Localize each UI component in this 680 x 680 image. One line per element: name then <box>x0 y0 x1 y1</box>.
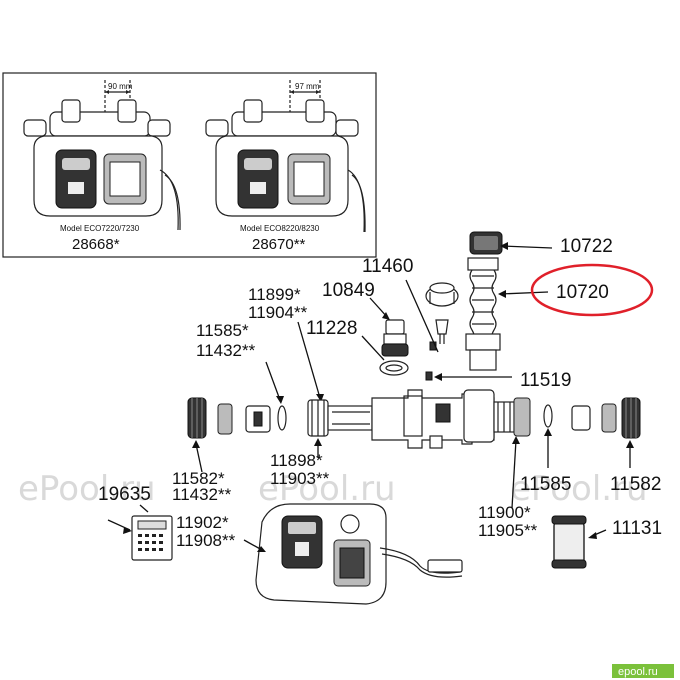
label-11519: 11519 <box>520 370 571 391</box>
label-11228: 11228 <box>306 318 357 339</box>
label-11582-right: 11582 <box>610 474 661 495</box>
part-11902-drawing <box>255 503 463 605</box>
watermark-mid: ePool.ru <box>258 469 396 509</box>
label-11902: 11902* <box>176 513 229 532</box>
label-11904: 11904** <box>248 303 308 322</box>
left-dimension-label: 90 mm <box>108 82 133 91</box>
model-inset-box: 90 mm Model ECO7220/7230 28668* 97 mm <box>2 72 377 258</box>
unit-eco8220-drawing: 97 mm <box>205 80 366 233</box>
label-11900: 11900* <box>478 503 531 522</box>
label-11908: 11908** <box>176 531 236 550</box>
epool-badge: epool.ru <box>612 664 674 678</box>
cell-body-drawing <box>187 389 641 449</box>
left-model-code: 28668* <box>72 236 120 253</box>
label-10849: 10849 <box>322 280 375 301</box>
label-10720: 10720 <box>556 282 609 303</box>
unit-eco7220-drawing: 90 mm <box>23 80 181 231</box>
label-11131: 11131 <box>612 518 662 539</box>
label-11898: 11898* <box>270 451 323 470</box>
part-11228-drawing <box>379 360 409 376</box>
part-11460-drawing <box>425 282 459 351</box>
right-model-caption: Model ECO8220/8230 <box>240 224 320 233</box>
label-11432-bottom: 11432** <box>172 485 232 504</box>
part-10849-drawing <box>381 319 409 357</box>
right-dimension-label: 97 mm <box>295 82 320 91</box>
label-10720-highlight <box>530 263 654 317</box>
epool-badge-text: epool.ru <box>618 666 658 678</box>
label-11903: 11903** <box>270 469 330 488</box>
part-11131-drawing <box>551 515 587 569</box>
label-11905: 11905** <box>478 521 538 540</box>
label-11585-bottom: 11585 <box>520 474 571 495</box>
part-10720-drawing <box>465 257 501 371</box>
left-model-caption: Model ECO7220/7230 <box>60 224 140 233</box>
part-10722-drawing <box>469 231 503 255</box>
label-11582-left: 11582* <box>172 469 225 488</box>
right-model-code: 28670** <box>252 236 306 253</box>
label-11432-top: 11432** <box>196 341 256 360</box>
watermark-left: ePool.ru <box>18 469 156 509</box>
label-11460: 11460 <box>362 256 413 277</box>
watermark-right: ePool.ru <box>510 469 648 509</box>
label-11585-top: 11585* <box>196 321 249 340</box>
label-10722: 10722 <box>560 236 613 257</box>
label-11899: 11899* <box>248 285 301 304</box>
part-19635-drawing <box>131 515 173 561</box>
label-19635: 19635 <box>98 484 151 505</box>
part-11519-drawing <box>425 371 433 381</box>
